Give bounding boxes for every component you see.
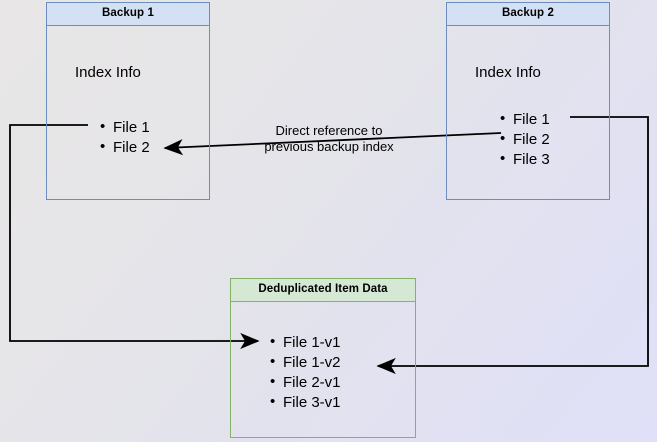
node-backup-1-title: Backup 1: [47, 3, 209, 26]
list-item: File 3: [500, 149, 550, 170]
list-item: File 1: [100, 117, 150, 138]
list-item: File 2: [500, 129, 550, 150]
list-item: File 2: [100, 137, 150, 158]
list-item: File 1: [500, 109, 550, 130]
node-deduplicated-item-data-title: Deduplicated Item Data: [231, 279, 415, 302]
backup-1-index-info-label: Index Info: [75, 64, 141, 81]
node-backup-2[interactable]: Backup 2 Index Info File 1 File 2 File 3: [446, 2, 610, 200]
node-deduplicated-item-data-body: File 1-v1 File 1-v2 File 2-v1 File 3-v1: [231, 302, 415, 437]
list-item: File 1-v1: [270, 332, 340, 353]
list-item: File 1-v2: [270, 352, 340, 373]
list-item: File 2-v1: [270, 372, 340, 393]
node-deduplicated-item-data[interactable]: Deduplicated Item Data File 1-v1 File 1-…: [230, 278, 416, 438]
node-backup-1-body: Index Info File 1 File 2: [47, 26, 209, 199]
backup-2-file-list: File 1 File 2 File 3: [497, 109, 550, 170]
node-backup-2-title: Backup 2: [447, 3, 609, 26]
backup-2-index-info-label: Index Info: [475, 64, 541, 81]
deduplicated-item-list: File 1-v1 File 1-v2 File 2-v1 File 3-v1: [267, 332, 340, 413]
node-backup-1[interactable]: Backup 1 Index Info File 1 File 2: [46, 2, 210, 200]
annotation-direct-reference: Direct reference to previous backup inde…: [264, 123, 394, 154]
backup-1-file-list: File 1 File 2: [97, 117, 150, 158]
list-item: File 3-v1: [270, 392, 340, 413]
node-backup-2-body: Index Info File 1 File 2 File 3: [447, 26, 609, 199]
